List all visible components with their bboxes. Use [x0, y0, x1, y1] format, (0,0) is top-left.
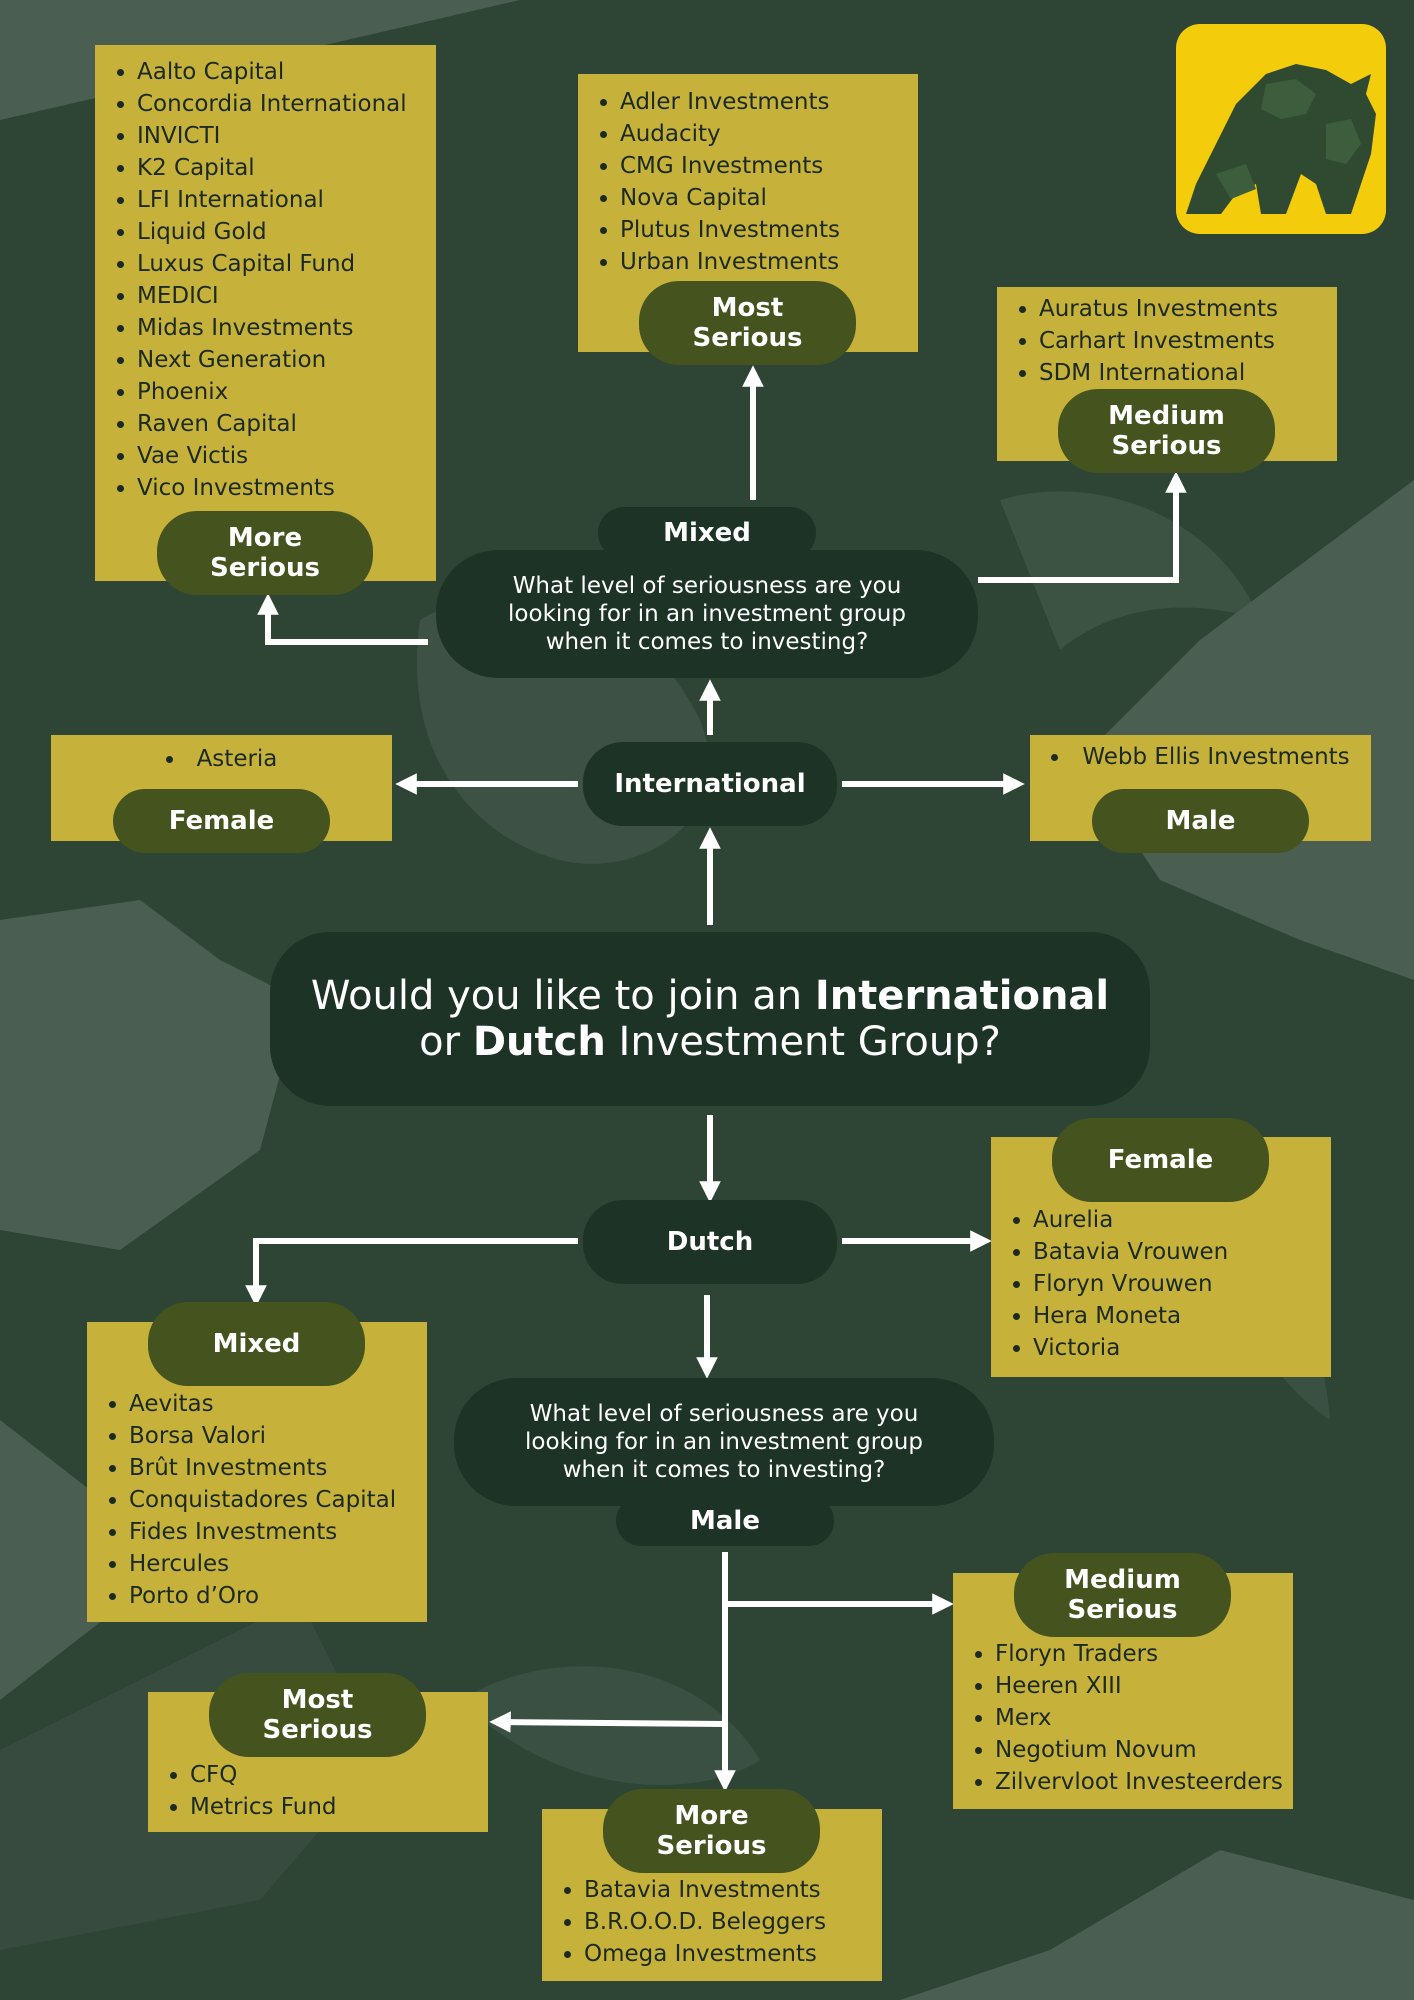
dutch-female-list: Aurelia Batavia Vrouwen Floryn Vrouwen H… [991, 1204, 1331, 1364]
list-item: CMG Investments [620, 150, 918, 182]
list-item: CFQ [190, 1759, 488, 1791]
intl-female-label: Female [113, 789, 330, 853]
dutch-most-serious-box: CFQ Metrics Fund [148, 1692, 488, 1832]
list-item: B.R.O.O.D. Beleggers [584, 1906, 882, 1938]
list-item: Aevitas [129, 1388, 427, 1420]
list-item: Hera Moneta [1033, 1300, 1331, 1332]
list-item: Asteria [51, 743, 392, 775]
list-item: Metrics Fund [190, 1791, 488, 1823]
dutch-mixed-label: Mixed [148, 1302, 365, 1386]
list-item: Negotium Novum [995, 1734, 1293, 1766]
intl-male-label: Male [1092, 789, 1309, 853]
arrow-mixed-to-medium-serious [978, 471, 1187, 583]
list-item: Borsa Valori [129, 1420, 427, 1452]
dutch-medium-serious-label: Medium Serious [1014, 1553, 1231, 1637]
list-item: Victoria [1033, 1332, 1331, 1364]
dutch-node: Dutch [583, 1200, 837, 1284]
list-item: Phoenix [137, 376, 436, 408]
list-item: Liquid Gold [137, 216, 436, 248]
dutch-female-box: Aurelia Batavia Vrouwen Floryn Vrouwen H… [991, 1137, 1331, 1377]
list-item: Plutus Investments [620, 214, 918, 246]
arrow-mixed-to-more-serious [257, 593, 428, 645]
intl-more-serious-list: Aalto Capital Concordia International IN… [95, 56, 436, 504]
main-question: Would you like to join an International … [270, 932, 1150, 1106]
list-item: Hercules [129, 1548, 427, 1580]
main-question-part1: Would you like to join an [310, 973, 815, 1019]
bull-bear-logo [1176, 24, 1386, 234]
main-question-part3: Investment Group? [605, 1019, 1001, 1065]
intl-female-list: Asteria [51, 743, 392, 775]
list-item: Luxus Capital Fund [137, 248, 436, 280]
dutch-more-serious-list: Batavia Investments B.R.O.O.D. Beleggers… [542, 1874, 882, 1970]
intl-medium-serious-label: Medium Serious [1058, 389, 1275, 473]
arrow-male-to-most-serious [489, 1711, 726, 1733]
list-item: Vae Victis [137, 440, 436, 472]
dutch-most-serious-label: Most Serious [209, 1673, 426, 1757]
list-item: K2 Capital [137, 152, 436, 184]
intl-male-box: Webb Ellis Investments [1030, 735, 1371, 841]
dutch-most-serious-list: CFQ Metrics Fund [148, 1759, 488, 1823]
dutch-more-serious-label: More Serious [603, 1789, 820, 1873]
intl-medium-serious-list: Auratus Investments Carhart Investments … [997, 293, 1337, 389]
list-item: MEDICI [137, 280, 436, 312]
dutch-mixed-box: Aevitas Borsa Valori Brût Investments Co… [87, 1322, 427, 1622]
dutch-female-label: Female [1052, 1118, 1269, 1202]
list-item: Vico Investments [137, 472, 436, 504]
list-item: Floryn Vrouwen [1033, 1268, 1331, 1300]
list-item: Concordia International [137, 88, 436, 120]
list-item: Urban Investments [620, 246, 918, 278]
main-question-dutch: Dutch [472, 1019, 606, 1065]
list-item: Floryn Traders [995, 1638, 1293, 1670]
list-item: SDM International [1039, 357, 1337, 389]
list-item: Fides Investments [129, 1516, 427, 1548]
list-item: LFI International [137, 184, 436, 216]
list-item: Heeren XIII [995, 1670, 1293, 1702]
intl-most-serious-list: Adler Investments Audacity CMG Investmen… [578, 86, 918, 278]
list-item: Omega Investments [584, 1938, 882, 1970]
dutch-male-label: Male [616, 1496, 834, 1546]
list-item: INVICTI [137, 120, 436, 152]
list-item: Auratus Investments [1039, 293, 1337, 325]
list-item: Webb Ellis Investments [1030, 741, 1371, 773]
list-item: Midas Investments [137, 312, 436, 344]
intl-male-list: Webb Ellis Investments [1030, 741, 1371, 773]
list-item: Next Generation [137, 344, 436, 376]
list-item: Porto d’Oro [129, 1580, 427, 1612]
main-question-international: International [814, 973, 1110, 1019]
arrow-dutch-to-mixed [245, 1238, 578, 1307]
dutch-medium-serious-box: Floryn Traders Heeren XIII Merx Negotium… [953, 1573, 1293, 1809]
list-item: Nova Capital [620, 182, 918, 214]
dutch-medium-serious-list: Floryn Traders Heeren XIII Merx Negotium… [953, 1638, 1293, 1798]
intl-more-serious-label: More Serious [157, 511, 373, 595]
intl-more-serious-box: Aalto Capital Concordia International IN… [95, 45, 436, 581]
list-item: Aurelia [1033, 1204, 1331, 1236]
dutch-mixed-list: Aevitas Borsa Valori Brût Investments Co… [87, 1388, 427, 1612]
list-item: Carhart Investments [1039, 325, 1337, 357]
list-item: Aalto Capital [137, 56, 436, 88]
list-item: Conquistadores Capital [129, 1484, 427, 1516]
bull-and-bear-icon [1186, 64, 1376, 214]
list-item: Batavia Investments [584, 1874, 882, 1906]
list-item: Brût Investments [129, 1452, 427, 1484]
international-node: International [583, 742, 837, 826]
list-item: Raven Capital [137, 408, 436, 440]
dutch-seriousness-question: What level of seriousness are you lookin… [454, 1378, 994, 1506]
main-question-text: Would you like to join an International … [311, 973, 1109, 1065]
list-item: Zilvervloot Investeerders [995, 1766, 1293, 1798]
main-question-part2: or [419, 1019, 473, 1065]
list-item: Merx [995, 1702, 1293, 1734]
list-item: Batavia Vrouwen [1033, 1236, 1331, 1268]
intl-most-serious-label: Most Serious [639, 281, 856, 365]
intl-seriousness-question: What level of seriousness are you lookin… [436, 550, 978, 678]
list-item: Adler Investments [620, 86, 918, 118]
list-item: Audacity [620, 118, 918, 150]
